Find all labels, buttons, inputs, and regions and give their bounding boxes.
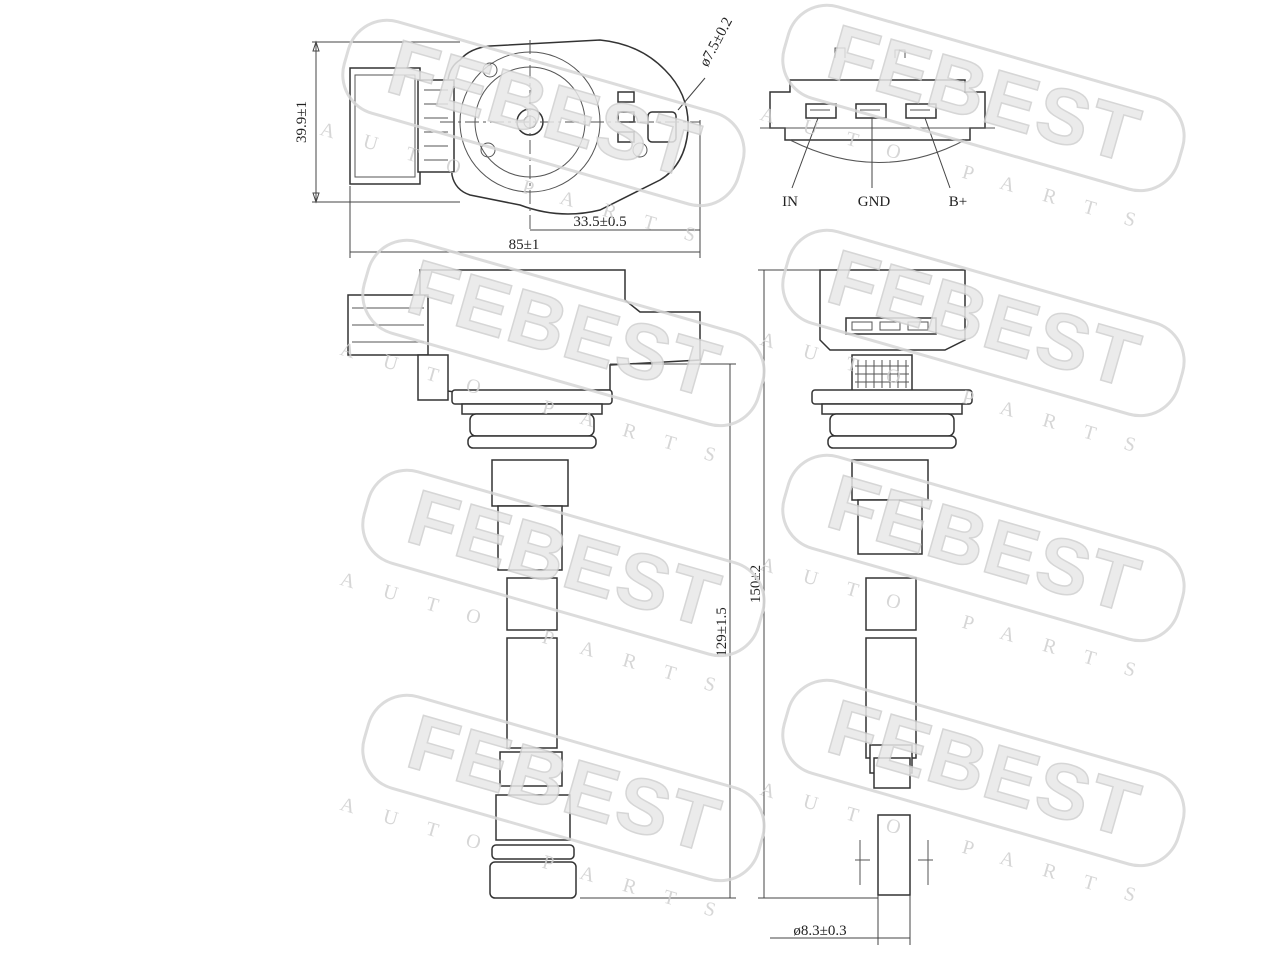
watermark-2: FEBEST AUTO PARTS: [758, 3, 1186, 240]
dim-height-top: 39.9±1: [294, 101, 310, 143]
pin-label-in: IN: [782, 194, 798, 210]
watermark-6: FEBEST AUTO PARTS: [758, 453, 1186, 690]
dim-boot-length: 129±1.5: [714, 607, 730, 656]
connector-pin-view: [760, 47, 995, 189]
watermark-8: FEBEST AUTO PARTS: [758, 678, 1186, 915]
side-view-coil: [347, 269, 736, 899]
dim-tip-diameter: ø8.3±0.3: [793, 923, 846, 939]
front-view-coil: [758, 269, 973, 945]
dim-center-offset: 33.5±0.5: [573, 214, 626, 230]
pin-label-bplus: B+: [949, 194, 967, 210]
dim-total-width: 85±1: [509, 237, 540, 253]
pin-label-gnd: GND: [858, 194, 891, 210]
top-view: [312, 39, 706, 258]
dim-terminal-diameter: ø7.5±0.2: [697, 15, 736, 70]
